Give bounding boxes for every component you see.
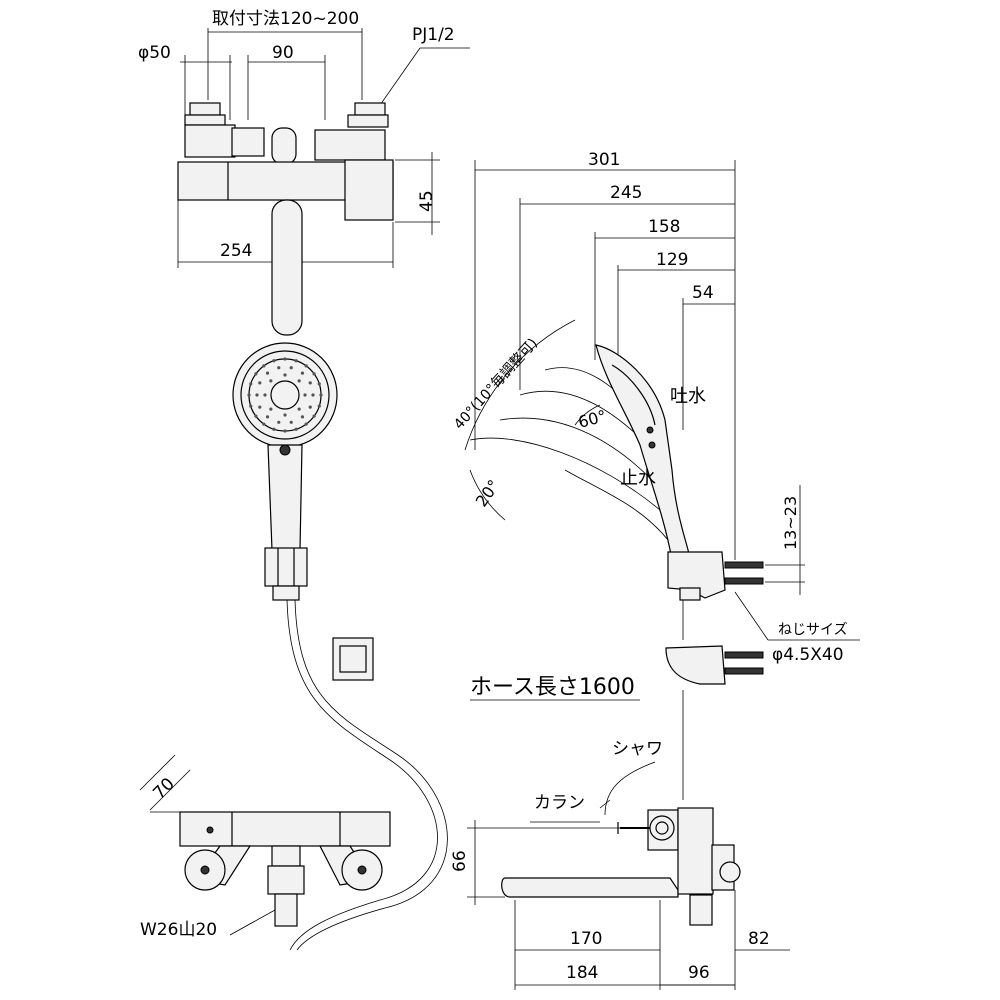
spray-hole [300,415,305,419]
label-184: 184 [566,963,598,983]
label-stop: 止水 [620,468,656,489]
spray-hole [254,414,258,418]
spray-hole [254,372,258,376]
spray-hole [247,393,251,397]
spray-hole [319,393,323,397]
spray-hole [311,393,315,397]
label-254: 254 [220,241,252,261]
label-158: 158 [648,217,680,237]
spray-hole [283,413,287,417]
spray-hole [317,382,321,386]
spray-hole [258,381,262,385]
label-170: 170 [570,929,602,949]
spray-hole [317,404,321,408]
spray-hole [297,379,301,383]
label-90: 90 [272,43,294,63]
label-faucet: カラン [534,793,585,813]
spray-hole [265,415,270,419]
label-angle60: 60° [576,406,608,432]
wall-bracket-front [332,637,374,681]
spray-hole [312,372,316,376]
spray-hole [255,393,259,397]
label-45: 45 [417,190,437,212]
label-66: 66 [450,850,470,872]
label-301: 301 [588,150,620,170]
label-shower: シャワ [612,739,663,759]
label-pj: PJ1/2 [412,25,455,45]
label-dia50: φ50 [138,43,171,63]
label-96: 96 [688,963,710,983]
side-view-dimensions [464,160,736,560]
spray-hole [297,407,301,411]
spray-hole [269,407,273,411]
hose [286,599,438,951]
shower-head-front [232,342,338,601]
spray-hole [277,366,281,370]
spray-hole [269,379,273,383]
spray-hole [308,405,312,409]
side-view-faucet [467,761,790,990]
spray-hole [283,429,287,433]
label-129: 129 [656,250,688,270]
spray-hole [262,422,266,426]
label-install-dim: 取付寸法120~200 [212,9,359,29]
spray-hole [283,373,287,377]
spray-hole [263,393,267,397]
label-hose-length: ホース長さ1600 [470,675,635,700]
spray-hole [283,357,287,361]
spray-hole [258,405,262,409]
spray-hole [294,427,298,431]
spray-hole [312,414,316,418]
label-82: 82 [748,929,770,949]
spray-hole [277,420,281,424]
label-54: 54 [692,283,714,303]
spray-hole [289,420,293,424]
label-13-23: 13~23 [781,496,800,550]
spray-hole [249,382,253,386]
spray-hole [262,364,266,368]
spray-hole [304,364,308,368]
spray-hole [303,393,307,397]
label-spout: 吐水 [670,386,706,407]
side-view-shower [469,344,860,800]
spray-hole [300,371,305,375]
label-70: 70 [149,774,178,803]
label-245: 245 [610,183,642,203]
spray-hole [249,404,253,408]
spray-hole [294,359,298,363]
spray-hole [304,422,308,426]
label-angle20: 20° [472,476,504,510]
front-view-faucet [177,28,470,336]
label-w26: W26山20 [140,920,217,940]
spray-hole [308,381,312,385]
label-screw-size: φ4.5X40 [772,645,844,665]
spray-hole [265,371,270,375]
spray-hole [289,366,293,370]
spray-hole [272,427,276,431]
top-view-faucet [139,754,391,936]
label-screw-title: ねじサイズ [778,622,848,638]
spray-hole [272,359,276,363]
